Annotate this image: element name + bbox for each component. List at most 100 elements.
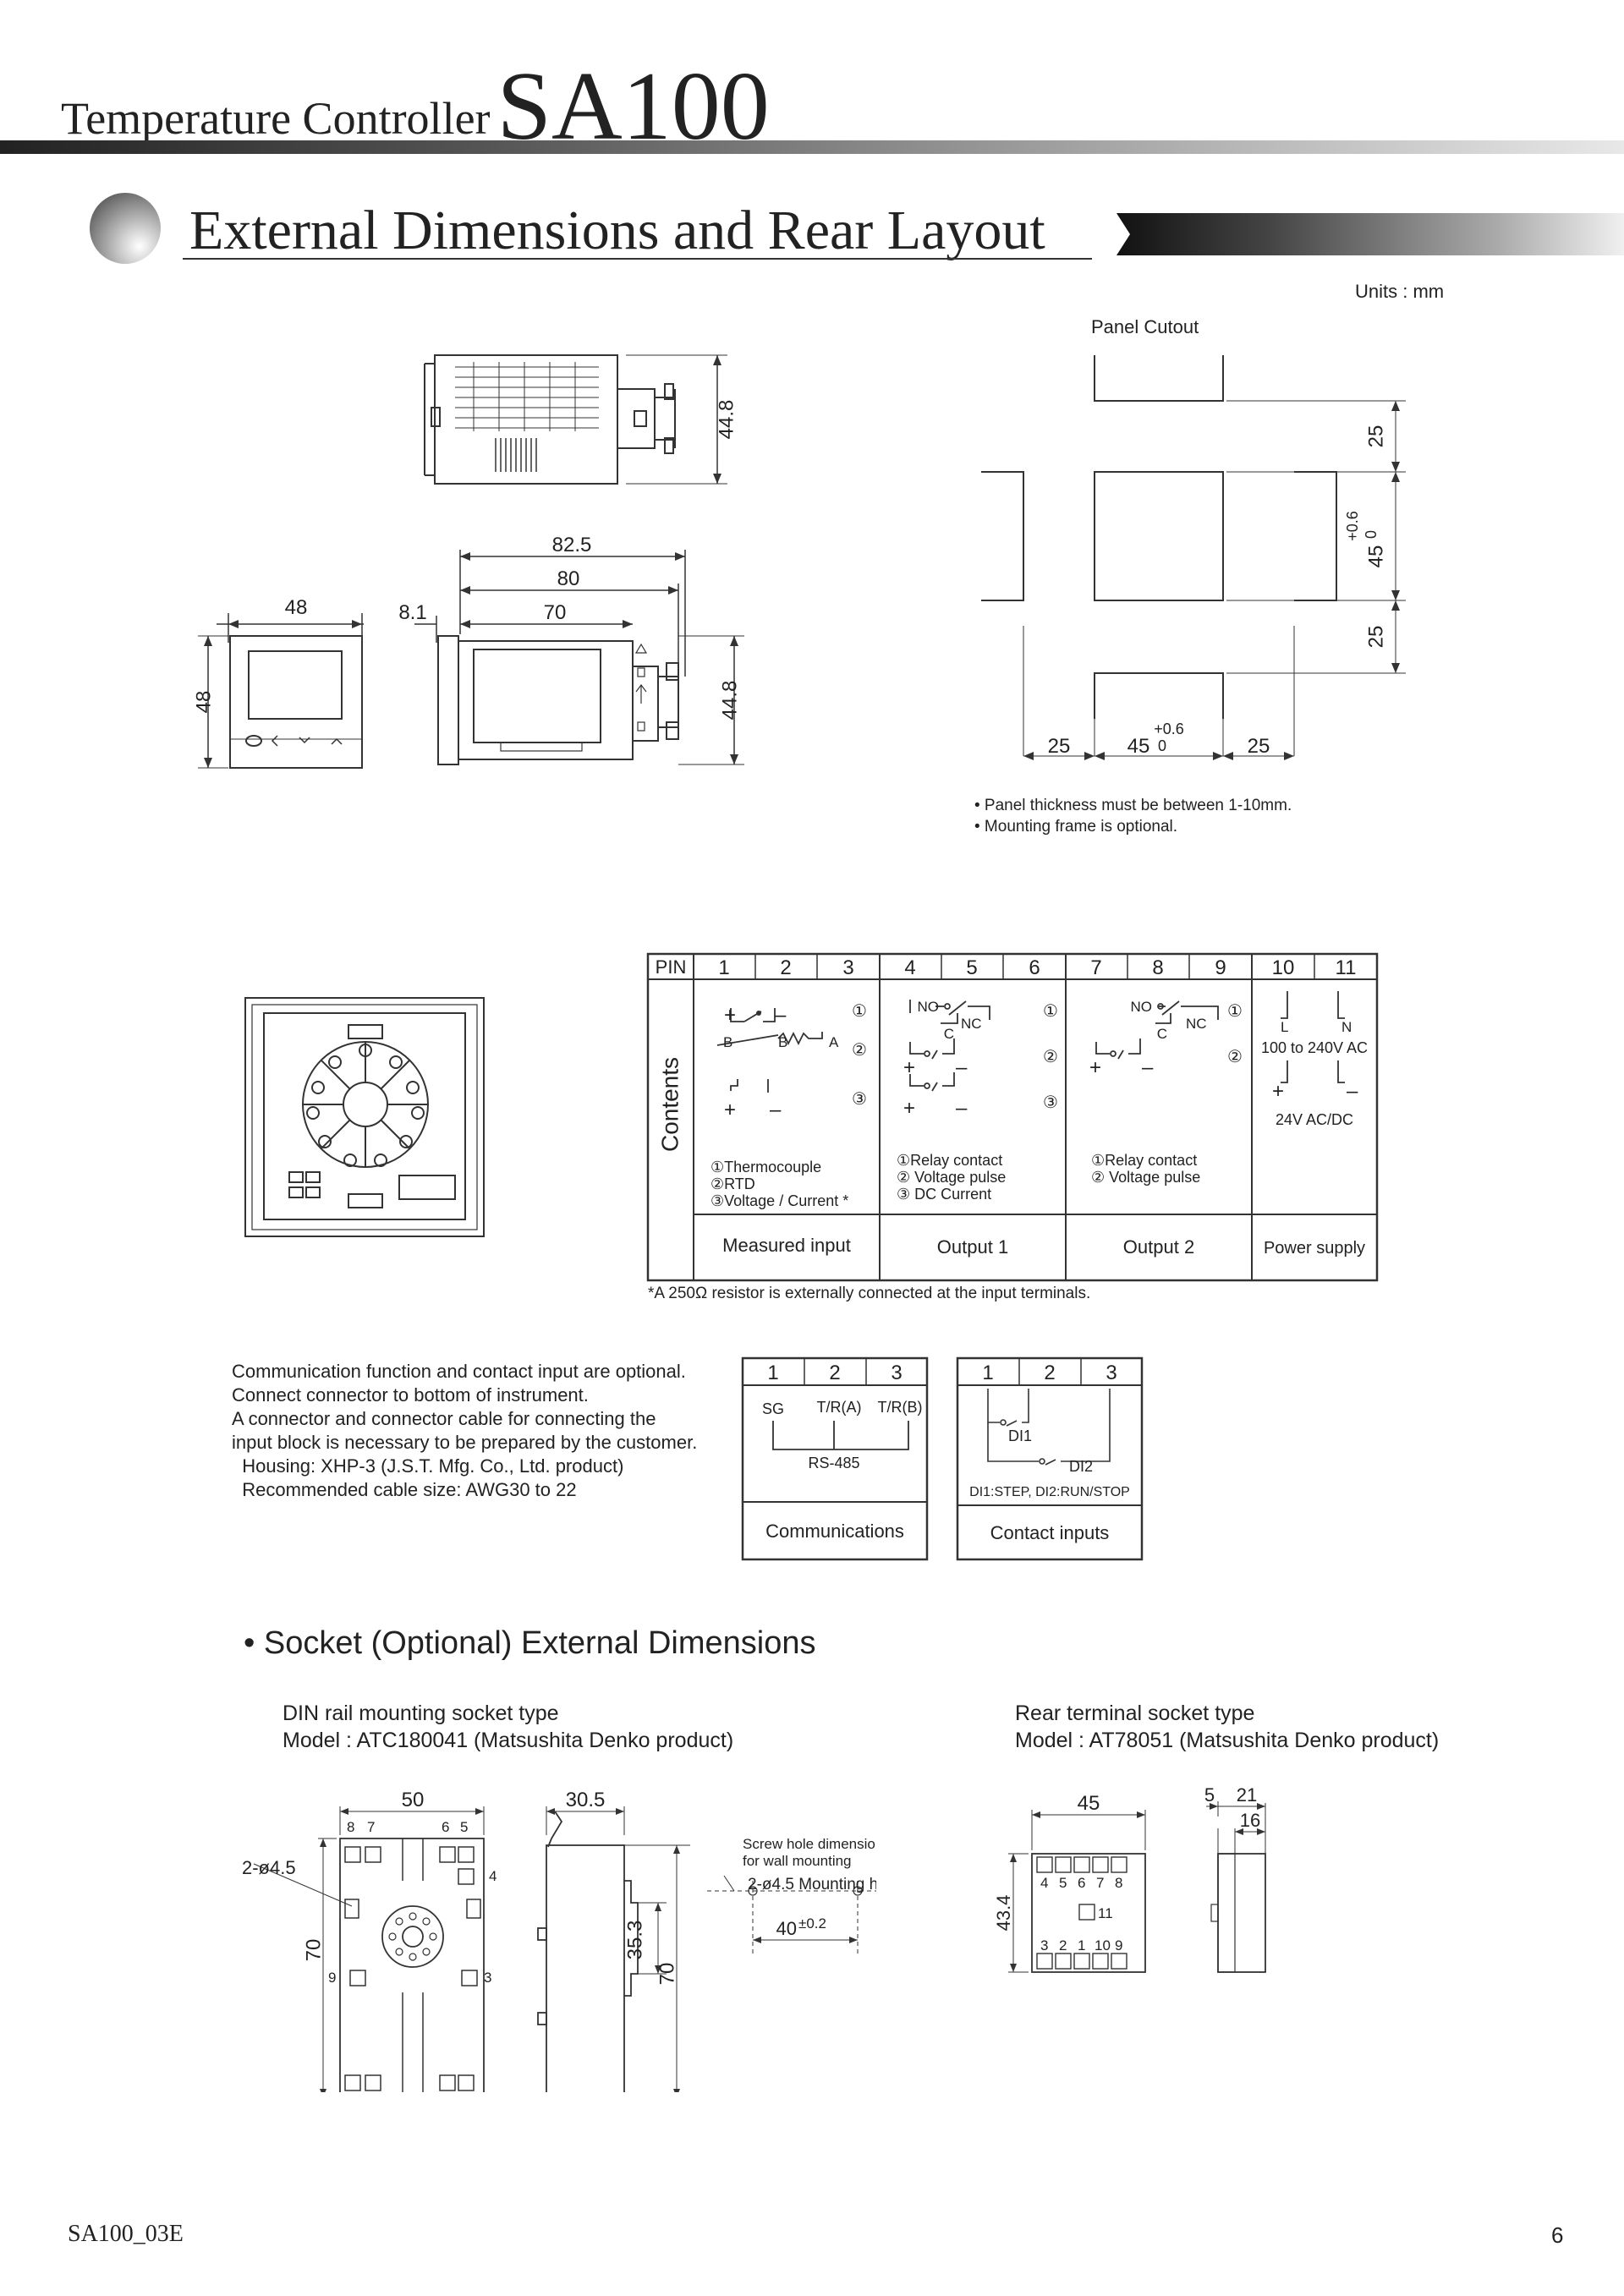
dim-tol-0-2: ±0.2	[798, 1915, 826, 1932]
rear-pin-7: 7	[1096, 1875, 1104, 1891]
power-l-label: L	[1281, 1019, 1288, 1035]
rear-pin-1: 1	[1078, 1937, 1085, 1954]
cutout-tol-zero-vertical: 0	[1363, 530, 1380, 539]
out1-item-3: ③ DC Current	[897, 1186, 991, 1203]
rear-pin-6: 6	[1078, 1875, 1085, 1891]
out2-plus-2: +	[1089, 1056, 1101, 1079]
rear-pin-3: 3	[1040, 1937, 1048, 1954]
out1-plus-2: +	[903, 1056, 915, 1079]
pin-7: 7	[1090, 956, 1101, 979]
page-number: 6	[1551, 2222, 1564, 2248]
measured-minus-1: –	[775, 1004, 787, 1027]
di1-label: DI1	[1008, 1427, 1032, 1444]
rear-pin-2: 2	[1059, 1937, 1067, 1954]
din-dim-50: 50	[402, 1789, 425, 1811]
out1-minus-2: –	[956, 1056, 968, 1079]
dim-40: 40	[776, 1918, 797, 1939]
measured-plus-1: +	[724, 1004, 736, 1027]
measured-plus-3: +	[724, 1099, 736, 1121]
out2-item-2: ② Voltage pulse	[1091, 1169, 1200, 1186]
pin-8: 8	[1152, 956, 1163, 979]
dim-width-70: 70	[544, 601, 567, 624]
out2-minus-2: –	[1142, 1056, 1154, 1079]
pin-assignment-table: PIN 1 2 3 4 5 6 7 8 9 10 11 Contents + –…	[646, 952, 1379, 1282]
din-dim-30-5: 30.5	[566, 1789, 606, 1811]
din-pin-8: 8	[347, 1819, 354, 1835]
pin-11: 11	[1336, 956, 1357, 979]
power-ac-label: 100 to 240V AC	[1261, 1039, 1368, 1056]
out2-circ-1: ①	[1227, 1002, 1243, 1021]
din-pin-9: 9	[328, 1970, 336, 1986]
cutout-tol-plus-horizontal: +0.6	[1154, 721, 1184, 737]
cutout-note-thickness: • Panel thickness must be between 1-10mm…	[974, 797, 1292, 814]
measured-item-1: ①Thermocouple	[710, 1159, 821, 1175]
section-bullet-icon	[90, 193, 161, 264]
din-dim-35-3: 35.3	[623, 1921, 646, 1960]
power-minus: –	[1347, 1080, 1358, 1103]
dim-side-height: 44.8	[718, 681, 741, 721]
cutout-dim-left-25: 25	[1048, 735, 1071, 758]
rear-terminal-view	[244, 997, 485, 1237]
group-output-2: Output 2	[1123, 1236, 1194, 1258]
pin-2: 2	[780, 956, 791, 979]
comm-label: Communications	[765, 1521, 904, 1542]
measured-item-3: ③Voltage / Current *	[710, 1192, 848, 1209]
out2-circ-2: ②	[1227, 1048, 1243, 1066]
contact-pin-2: 2	[1044, 1362, 1055, 1384]
section-gradient-bar	[1116, 213, 1624, 255]
out1-circ-1: ①	[1043, 1002, 1058, 1021]
out2-item-1: ①Relay contact	[1091, 1152, 1197, 1169]
comm-rs485-label: RS-485	[808, 1455, 859, 1471]
din-dim-70-side: 70	[656, 1963, 678, 1986]
din-pin-5: 5	[460, 1819, 468, 1835]
comm-pin-1: 1	[767, 1362, 778, 1384]
screw-hole-text-2: for wall mounting	[743, 1853, 852, 1869]
contact-label: Contact inputs	[990, 1522, 1110, 1543]
rear-pin-10: 10	[1095, 1937, 1111, 1954]
din-socket-model: Model : ATC180041 (Matsushita Denko prod…	[283, 1729, 734, 1752]
group-power-supply: Power supply	[1264, 1239, 1365, 1258]
pin-1: 1	[718, 956, 729, 979]
rear-dim-16: 16	[1240, 1810, 1260, 1831]
rear-pin-5: 5	[1059, 1875, 1067, 1891]
measured-circ-1: ①	[852, 1002, 867, 1021]
cutout-dim-right-25: 25	[1248, 735, 1270, 758]
out2-no-label: NO	[1131, 999, 1153, 1015]
rear-dim-43-4: 43.4	[993, 1895, 1014, 1932]
din-pin-4: 4	[489, 1868, 497, 1884]
out2-nc-label: NC	[1186, 1016, 1207, 1032]
measured-item-2: ②RTD	[710, 1175, 755, 1192]
header-title-small: Temperature Controller	[61, 93, 491, 144]
contact-pin-3: 3	[1106, 1362, 1116, 1384]
out1-nc-label: NC	[961, 1016, 982, 1032]
group-measured-input: Measured input	[722, 1235, 851, 1256]
section-title: External Dimensions and Rear Layout	[189, 200, 1045, 261]
power-plus: +	[1272, 1080, 1284, 1103]
measured-minus-3: –	[770, 1099, 782, 1121]
rtd-a-label: A	[829, 1034, 839, 1050]
pin-table-footnote: *A 250Ω resistor is externally connected…	[648, 1285, 1091, 1302]
pin-10: 10	[1272, 956, 1295, 979]
cutout-tol-plus-vertical: +0.6	[1344, 511, 1361, 541]
document-code: SA100_03E	[68, 2221, 184, 2247]
pin-header-label: PIN	[656, 956, 687, 978]
contact-pin-1: 1	[982, 1362, 993, 1384]
comm-tra-label: T/R(A)	[817, 1399, 862, 1416]
units-label: Units : mm	[1355, 281, 1445, 302]
contact-desc: DI1:STEP, DI2:RUN/STOP	[969, 1485, 1130, 1499]
power-dc-label: 24V AC/DC	[1276, 1111, 1353, 1128]
comm-sg-label: SG	[762, 1400, 784, 1417]
out2-c-label: C	[1157, 1026, 1167, 1042]
cutout-tol-zero-horizontal: 0	[1158, 737, 1166, 754]
pin-9: 9	[1215, 956, 1226, 979]
controller-dimension-drawing: 44.8 82.5 80 70 8.1 48 48	[192, 354, 744, 769]
rear-socket-model: Model : AT78051 (Matsushita Denko produc…	[1015, 1729, 1440, 1752]
socket-section-title: • Socket (Optional) External Dimensions	[244, 1625, 816, 1661]
measured-circ-2: ②	[852, 1041, 867, 1060]
pin-4: 4	[904, 956, 915, 979]
out1-plus-3: +	[903, 1097, 915, 1120]
pin-5: 5	[966, 956, 977, 979]
communications-table: 1 2 3 SG T/R(A) T/R(B) RS-485 Communicat…	[741, 1356, 929, 1561]
out1-c-label: C	[944, 1026, 954, 1042]
pin-3: 3	[842, 956, 853, 979]
